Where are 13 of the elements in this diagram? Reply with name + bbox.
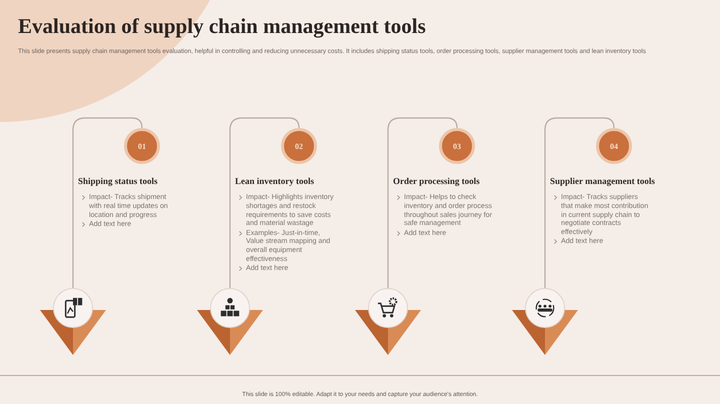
icon-circle (53, 288, 93, 328)
icon-circle (368, 288, 408, 328)
number-circle: 02 (281, 128, 317, 164)
number-circle: 04 (596, 128, 632, 164)
number-circle: 03 (439, 128, 475, 164)
column-heading: Order processing tools (393, 176, 481, 186)
slide-title: Evaluation of supply chain management tools (18, 14, 426, 39)
icon-circle (525, 288, 565, 328)
column-heading: Shipping status tools (78, 176, 159, 186)
column-heading: Supplier management tools (550, 176, 656, 186)
column-heading: Lean inventory tools (235, 176, 316, 186)
number-circle: 01 (124, 128, 160, 164)
icon-circle (210, 288, 250, 328)
